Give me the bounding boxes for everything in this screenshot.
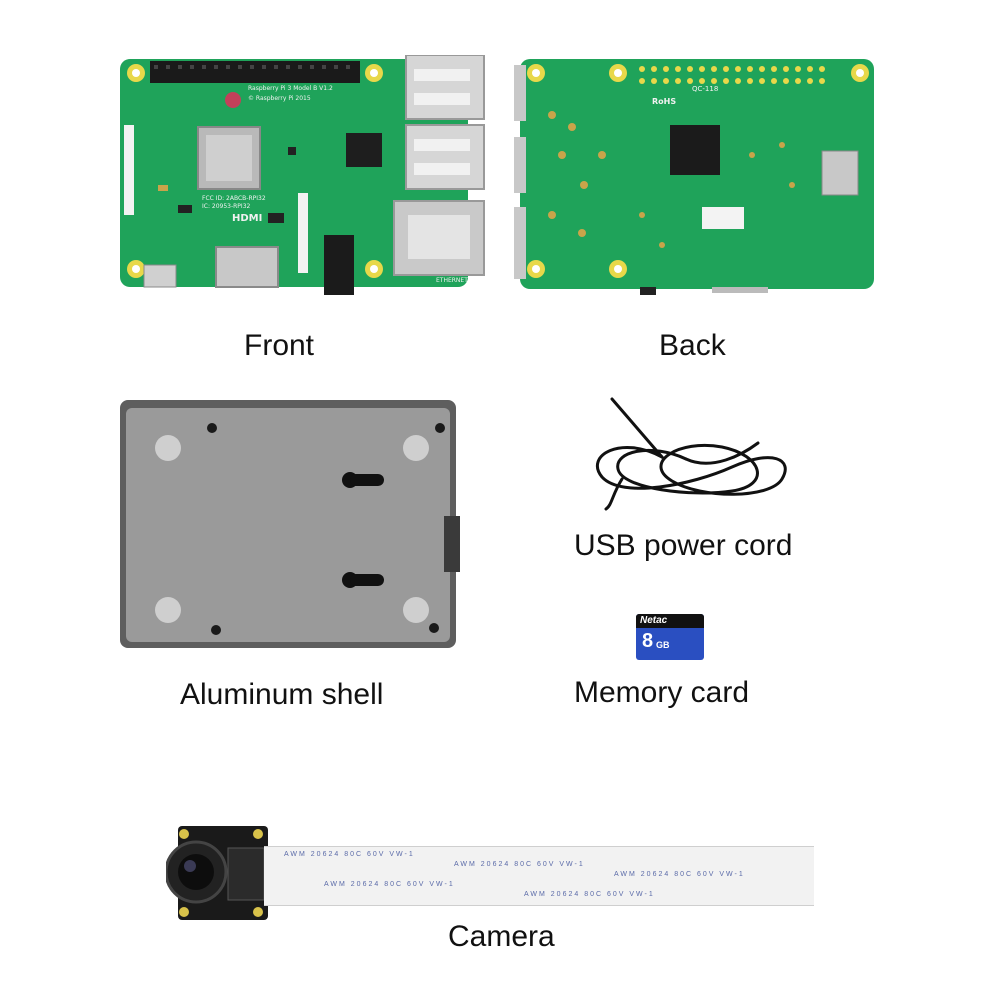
caption-memory: Memory card [574, 676, 750, 709]
caption-front: Front [244, 329, 315, 362]
caption-shell: Aluminum shell [180, 678, 384, 711]
board-model-text: Raspberry Pi 3 Model B V1.2 [248, 85, 333, 92]
memory-card: Netac 8 GB [636, 614, 704, 660]
ribbon-print-3: AWM 20624 80C 60V VW-1 [614, 871, 745, 878]
board-ethernet-text: ETHERNET [436, 277, 468, 284]
ribbon-print-4: AWM 20624 80C 60V VW-1 [324, 881, 455, 888]
board-fcc-text: FCC ID: 2ABCB-RPI32 [202, 195, 266, 202]
sd-brand-text: Netac [640, 615, 668, 626]
ribbon-print-2: AWM 20624 80C 60V VW-1 [454, 861, 585, 868]
board-qc-text: QC-118 [692, 85, 719, 93]
board-hdmi-text: HDMI [232, 213, 263, 224]
board-copyright-text: © Raspberry Pi 2015 [248, 95, 311, 102]
sd-card-body: Netac 8 GB [636, 614, 704, 660]
ribbon-print-1: AWM 20624 80C 60V VW-1 [284, 851, 415, 858]
camera-module [166, 826, 270, 922]
ribbon-print-5: AWM 20624 80C 60V VW-1 [524, 891, 655, 898]
aluminum-shell [118, 398, 460, 650]
ribbon-cable: AWM 20624 80C 60V VW-1 AWM 20624 80C 60V… [264, 846, 814, 906]
usb-power-cord [582, 395, 796, 515]
board-front: Raspberry Pi 3 Model B V1.2 © Raspberry … [118, 55, 490, 295]
caption-back: Back [659, 329, 726, 362]
sd-capacity-text: 8 [642, 630, 654, 652]
caption-cord: USB power cord [574, 529, 793, 562]
caption-camera: Camera [448, 920, 555, 953]
board-ic-text: IC: 20953-RPI32 [202, 203, 251, 210]
board-back: RoHS QC-118 [512, 55, 880, 295]
sd-unit-text: GB [656, 640, 670, 650]
board-rohs-text: RoHS [652, 97, 677, 106]
